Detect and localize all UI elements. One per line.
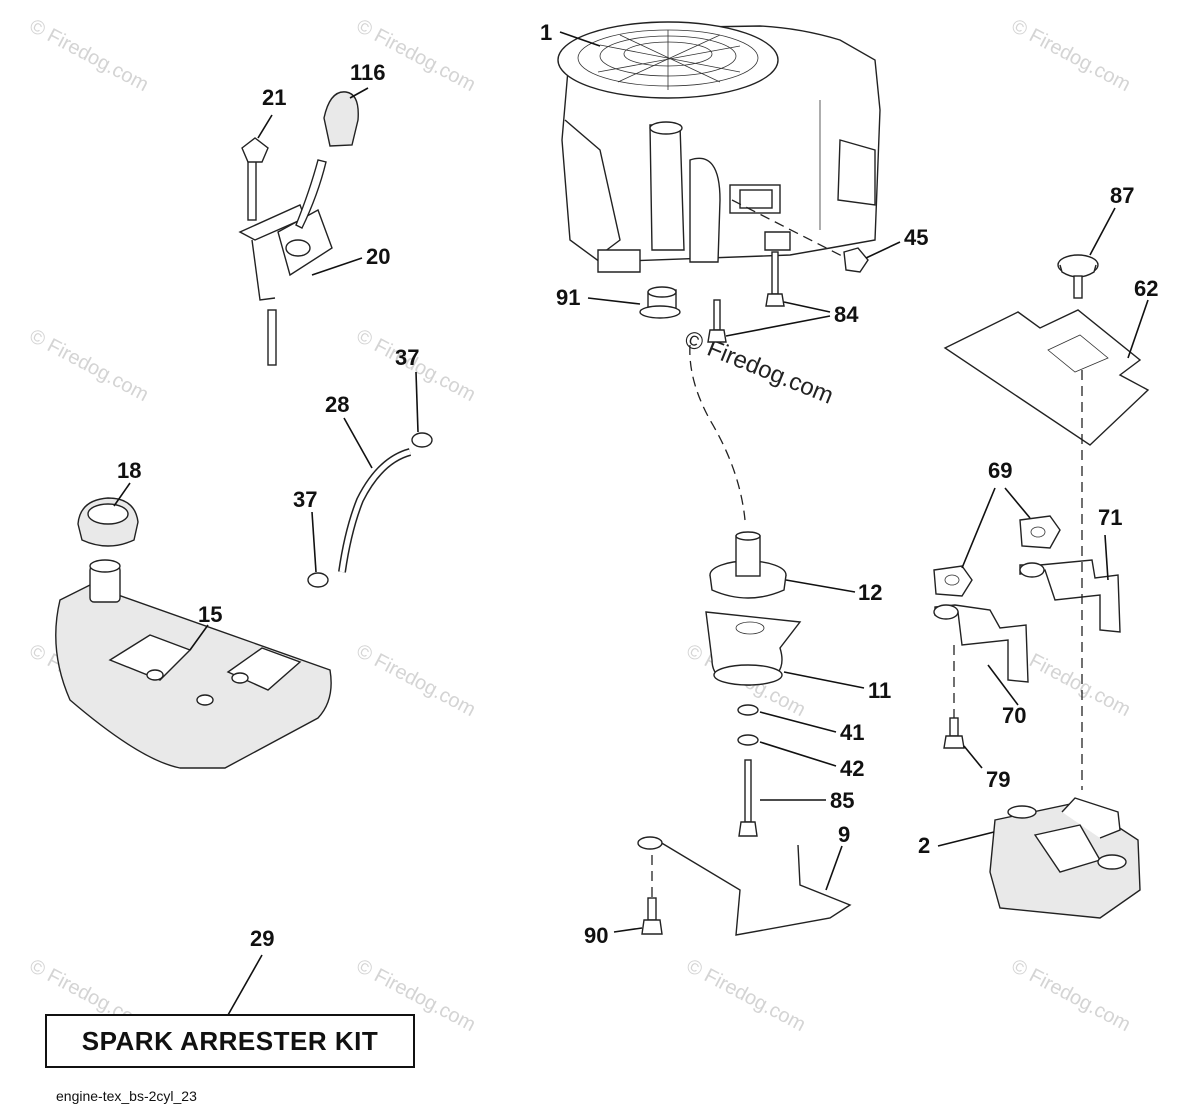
exhaust-pipe-part xyxy=(933,559,1121,683)
label-1: 1 xyxy=(540,20,552,45)
label-37: 37 xyxy=(395,345,419,370)
leader-line xyxy=(783,301,831,313)
nut-part xyxy=(843,247,869,273)
leader-line xyxy=(759,741,837,767)
washer-part xyxy=(737,704,759,746)
leader-line xyxy=(227,954,263,1016)
leader-line xyxy=(613,927,643,933)
label-29: 29 xyxy=(250,926,274,951)
label-70: 70 xyxy=(1002,703,1026,728)
leader-line xyxy=(257,114,273,139)
fuel-cap-part xyxy=(77,497,139,547)
watermark: © Firedog.com xyxy=(683,955,809,1036)
label-37: 37 xyxy=(293,487,317,512)
leader-line xyxy=(415,371,419,433)
leader-line xyxy=(1104,534,1109,581)
leader-line xyxy=(587,297,641,305)
label-2: 2 xyxy=(918,833,930,858)
bolt-part xyxy=(707,251,785,343)
leader-line xyxy=(1004,487,1031,519)
label-41: 41 xyxy=(840,720,864,745)
label-116: 116 xyxy=(350,60,386,85)
watermark: © Firedog.com xyxy=(26,15,152,96)
leader-line xyxy=(349,87,369,99)
label-79: 79 xyxy=(986,767,1010,792)
leader-line xyxy=(189,624,209,651)
leader-line xyxy=(937,831,995,847)
leader-line xyxy=(1089,207,1116,256)
fuel-line-part xyxy=(307,432,433,588)
bolt-part xyxy=(738,759,758,837)
label-71: 71 xyxy=(1098,505,1122,530)
clutch-part xyxy=(705,611,802,686)
leader-line xyxy=(987,664,1019,706)
label-85: 85 xyxy=(830,788,854,813)
heat-shield-part xyxy=(943,309,1150,446)
leader-line xyxy=(113,482,131,507)
pulley-part xyxy=(709,531,787,599)
label-12: 12 xyxy=(858,580,882,605)
leader-line xyxy=(963,745,983,769)
engine-part xyxy=(557,21,881,273)
bushing-part xyxy=(639,286,681,319)
knob-part xyxy=(1057,254,1099,299)
label-18: 18 xyxy=(117,458,141,483)
label-28: 28 xyxy=(325,392,349,417)
leader-line xyxy=(785,579,856,593)
label-62: 62 xyxy=(1134,276,1158,301)
throttle-control-part xyxy=(238,91,359,366)
label-91: 91 xyxy=(556,285,580,310)
leader-line xyxy=(1127,299,1149,359)
leader-line xyxy=(783,671,865,689)
label-15: 15 xyxy=(198,602,222,627)
leader-line xyxy=(311,257,363,276)
bolt-part xyxy=(943,717,965,749)
watermark: © Firedog.com xyxy=(1008,955,1134,1036)
label-11: 11 xyxy=(868,678,891,703)
leader-line xyxy=(725,315,831,337)
fuel-tank-part xyxy=(55,559,332,769)
muffler-part xyxy=(989,797,1141,919)
leader-line xyxy=(311,511,317,573)
watermark: © Firedog.com xyxy=(26,325,152,406)
label-84: 84 xyxy=(834,302,859,327)
label-20: 20 xyxy=(366,244,390,269)
spark-arrester-kit-label: SPARK ARRESTER KIT xyxy=(82,1026,378,1056)
leader-line xyxy=(865,241,901,259)
diagram-id: engine-tex_bs-2cyl_23 xyxy=(56,1088,197,1104)
spark-arrester-kit-box xyxy=(45,1014,415,1068)
gasket-part xyxy=(933,515,1061,597)
label-42: 42 xyxy=(840,756,864,781)
watermark: © Firedog.com xyxy=(1008,15,1134,96)
label-90: 90 xyxy=(584,923,608,948)
label-9: 9 xyxy=(838,822,850,847)
watermark-center: © Firedog.com xyxy=(681,326,837,410)
label-45: 45 xyxy=(904,225,928,250)
leader-line xyxy=(961,487,996,569)
leader-line xyxy=(559,31,601,47)
label-69: 69 xyxy=(988,458,1012,483)
bolt-part xyxy=(641,855,663,935)
watermark: © Firedog.com xyxy=(353,640,479,721)
leader-line xyxy=(825,845,843,891)
label-87: 87 xyxy=(1110,183,1134,208)
leader-line xyxy=(343,417,373,469)
bracket-part xyxy=(637,836,852,936)
leader-line xyxy=(759,711,837,733)
label-21: 21 xyxy=(262,85,286,110)
